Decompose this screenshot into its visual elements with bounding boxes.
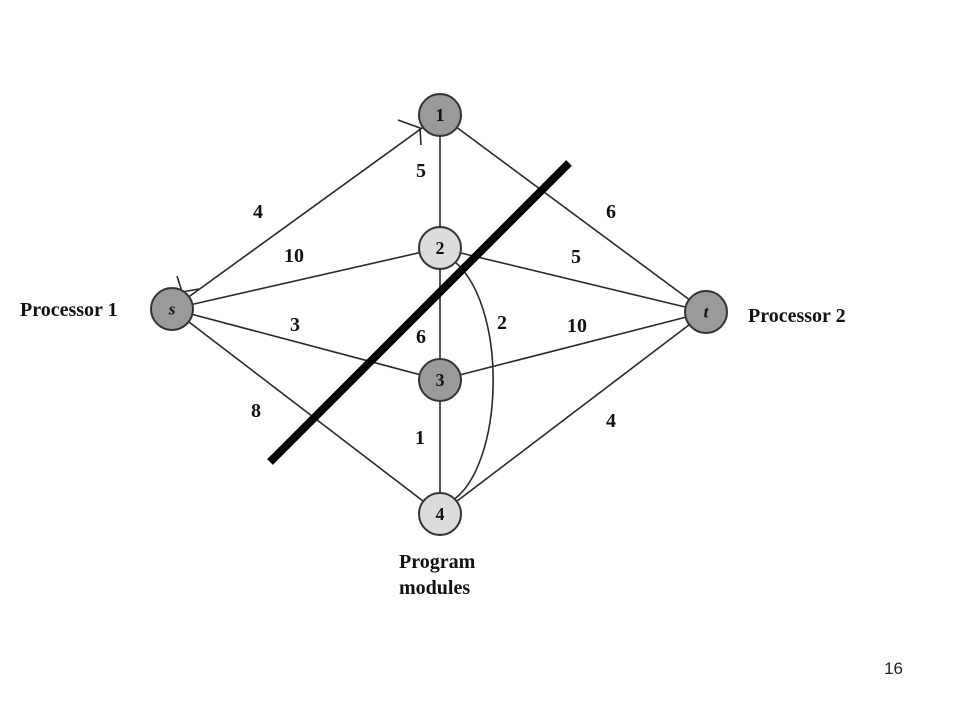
edge-2-4-curve	[449, 257, 494, 503]
weight-s-4: 8	[251, 400, 261, 422]
node-s-label: s	[168, 300, 176, 319]
node-s: s	[150, 287, 194, 331]
weight-4-t: 4	[606, 410, 616, 432]
node-1: 1	[418, 93, 462, 137]
modules-caption-line1: Program	[399, 551, 476, 573]
page-number: 16	[884, 659, 903, 678]
node-2: 2	[418, 226, 462, 270]
edge-3-t	[439, 311, 707, 381]
modules-caption-line2: modules	[399, 577, 470, 599]
weight-s-3: 3	[290, 314, 300, 336]
edge-1-t	[439, 114, 707, 313]
weight-3-t: 10	[567, 315, 587, 337]
edge-4-t	[439, 311, 707, 515]
edge-s-2	[171, 247, 441, 310]
weight-s-2: 10	[284, 245, 304, 267]
node-t-label: t	[704, 303, 710, 322]
weight-1-2: 5	[416, 160, 426, 182]
weight-2-t: 5	[571, 246, 581, 268]
weight-2-4: 2	[497, 312, 507, 334]
node-3: 3	[418, 358, 462, 402]
edge-2-t	[439, 247, 707, 313]
weight-2-3: 6	[416, 326, 426, 348]
node-2-label: 2	[436, 238, 445, 258]
edge-s-3	[171, 308, 441, 381]
node-4-label: 4	[436, 504, 445, 524]
weight-s-1: 4	[253, 201, 263, 223]
node-t: t	[684, 290, 728, 334]
node-3-label: 3	[436, 370, 445, 390]
edge-s-1	[171, 114, 441, 310]
edge-s-4	[171, 308, 441, 515]
processor-2-label: Processor 2	[748, 305, 846, 327]
weight-1-t: 6	[606, 201, 616, 223]
weight-3-4: 1	[415, 427, 425, 449]
cut-line	[267, 160, 572, 465]
arrow-tick-1	[397, 119, 422, 146]
node-4: 4	[418, 492, 462, 536]
node-1-label: 1	[436, 105, 445, 125]
processor-1-label: Processor 1	[20, 299, 118, 321]
